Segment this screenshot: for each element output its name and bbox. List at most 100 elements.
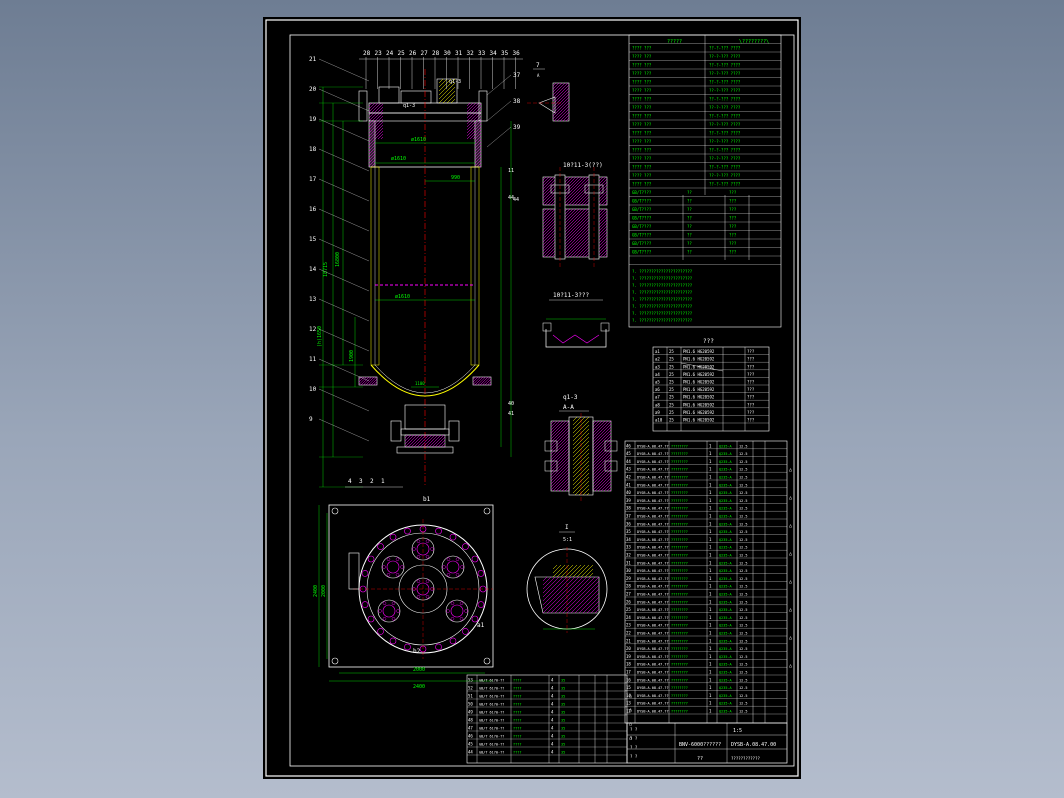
part-top-3: 25 [398, 50, 406, 57]
parts-qty-8: 1 [709, 498, 712, 503]
parts-qty-28: 1 [709, 654, 712, 659]
plan-nozzle-bolt-4-1 [459, 617, 464, 621]
parts-mat-26: Q235-A [719, 639, 733, 643]
spec-cell-r-11: ??-?-??? ???? [709, 131, 741, 136]
spec-cell-r-17: ??-?-??? ???? [709, 182, 741, 187]
plan-nozzle-bolt-5-5 [425, 539, 430, 543]
plan-nozzle-bolt-2-0 [460, 565, 464, 569]
parts-no-24: 23 [626, 623, 631, 628]
spec-note-7: ?. ?????????????????????? [632, 318, 693, 323]
parts-name-3: ???????? [671, 460, 688, 464]
spec-sub-b-24: ?? [687, 241, 692, 246]
part-top-8: 31 [455, 50, 463, 57]
spec-sub-b-19: ?? [687, 199, 692, 204]
parts-name-18: ???????? [671, 577, 688, 581]
plan-nozzle-3 [377, 599, 401, 623]
plan-bolt-21 [462, 543, 469, 550]
parts-mat-19: Q235-A [719, 585, 733, 589]
parts-code-35: DYSB-A.08.47.?? [637, 710, 669, 714]
part-top-10: 33 [478, 50, 486, 57]
parts-code-11: DYSB-A.08.47.?? [637, 522, 669, 526]
plan-bolt-4 [449, 637, 457, 645]
parts-mat-12: Q235-A [719, 530, 733, 534]
detail-6-part [534, 576, 600, 614]
part-left-8: 13 [309, 296, 317, 303]
parts-no-35: 12 [626, 709, 631, 714]
lower-mat-5: 35 [561, 711, 565, 715]
lower-mat-8: 35 [561, 735, 565, 739]
detail-6-title: I [565, 524, 569, 531]
plan-nozzle-inner-1 [386, 560, 400, 574]
lower-no-7: 47 [468, 726, 473, 731]
parts-qty-9: 1 [709, 506, 712, 511]
parts-mat-25: Q235-A [719, 632, 733, 636]
parts-code-2: DYSB-A.08.47.?? [637, 452, 669, 456]
title-sign-3: ? ? [630, 754, 638, 759]
spec-cell-l-11: ???? ??? [632, 131, 652, 136]
parts-no-1: 46 [626, 443, 631, 448]
parts-mat-34: Q235-A [719, 702, 733, 706]
plan-bolt-23 [477, 570, 485, 577]
nozzle-dn-10: 25 [669, 418, 674, 423]
plan-dim-h2: 2000 [321, 585, 327, 597]
plan-nozzle-bolt-1-5 [395, 557, 400, 561]
parts-no-5: 42 [626, 475, 631, 480]
leader-left-0 [318, 58, 370, 82]
parts-code-12: DYSB-A.08.47.?? [637, 530, 669, 534]
nozzle-std-2: PN1.6 HG20592 [683, 357, 715, 362]
part-right-0: 37 [513, 72, 521, 79]
parts-name-12: ???????? [671, 530, 688, 534]
plan-bolt-13 [361, 570, 369, 577]
parts-no-20: 27 [626, 592, 631, 597]
spec-cell-r-1: ??-?-??? ???? [709, 46, 741, 51]
plan-nozzle-bolt-5-1 [425, 555, 430, 559]
nozzle-id-2: a2 [655, 357, 660, 362]
parts-mat-30: Q235-A [719, 671, 733, 675]
parts-name-8: ???????? [671, 499, 688, 503]
detail-3-title: q1-3 [563, 394, 578, 401]
part-left-5: 16 [309, 206, 317, 213]
part-left-2: 19 [309, 116, 317, 123]
parts-wt-29: 12.5 [739, 663, 747, 667]
nozzle-use-5: ??? [747, 380, 755, 385]
spec-cell-l-13: ???? ??? [632, 148, 652, 153]
parts-qty-32: 1 [709, 685, 712, 690]
lower-name-3: ???? [513, 695, 521, 699]
nozzle-dn-1: 25 [669, 349, 674, 354]
parts-mat-14: Q235-A [719, 546, 733, 550]
parts-name-2: ???????? [671, 452, 688, 456]
nozzle-std-3: PN1.6 HG20592 [683, 364, 715, 369]
nozzle-std-10: PN1.6 HG20592 [683, 418, 715, 423]
spec-cell-r-10: ??-?-??? ???? [709, 122, 741, 127]
dim-s2: 1100 [415, 381, 425, 386]
plan-nozzle-bolt-0-1 [425, 595, 430, 599]
parts-wt-16: 12.5 [739, 561, 747, 565]
leader-left-7 [318, 268, 370, 292]
parts-qty-17: 1 [709, 568, 712, 573]
spec-sub-a-25: GB/T???? [632, 250, 652, 255]
nozzle-dn-3: 25 [669, 364, 674, 369]
spec-note-0: ?. ?????????????????????? [632, 269, 693, 274]
parts-qty-10: 1 [709, 514, 712, 519]
parts-mat-13: Q235-A [719, 538, 733, 542]
plan-nozzle-bolt-5-0 [430, 547, 434, 551]
parts-no-9: 38 [626, 506, 631, 511]
lower-no-2: 52 [468, 686, 473, 691]
nozzle-id-10: a10 [655, 418, 663, 423]
nozzle-id-3: a3 [655, 364, 660, 369]
parts-mat-33: Q235-A [719, 694, 733, 698]
parts-name-32: ???????? [671, 686, 688, 690]
leader-left-6 [318, 238, 370, 262]
lower-qty-1: 4 [551, 678, 554, 683]
part-left-9: 12 [309, 326, 317, 333]
spec-cell-l-10: ???? ??? [632, 122, 652, 127]
spec-cell-l-15: ???? ??? [632, 165, 652, 170]
parts-name-14: ???????? [671, 546, 688, 550]
leader-left-9 [318, 328, 370, 352]
parts-code-5: DYSB-A.08.47.?? [637, 476, 669, 480]
parts-wt-6: 12.5 [739, 483, 747, 487]
part-left-6: 15 [309, 236, 317, 243]
title-drawing-no: DYSB-A.08.47.00 [731, 742, 776, 748]
plan-anchor-1 [483, 507, 491, 515]
title-scale: 1:5 [733, 728, 742, 734]
